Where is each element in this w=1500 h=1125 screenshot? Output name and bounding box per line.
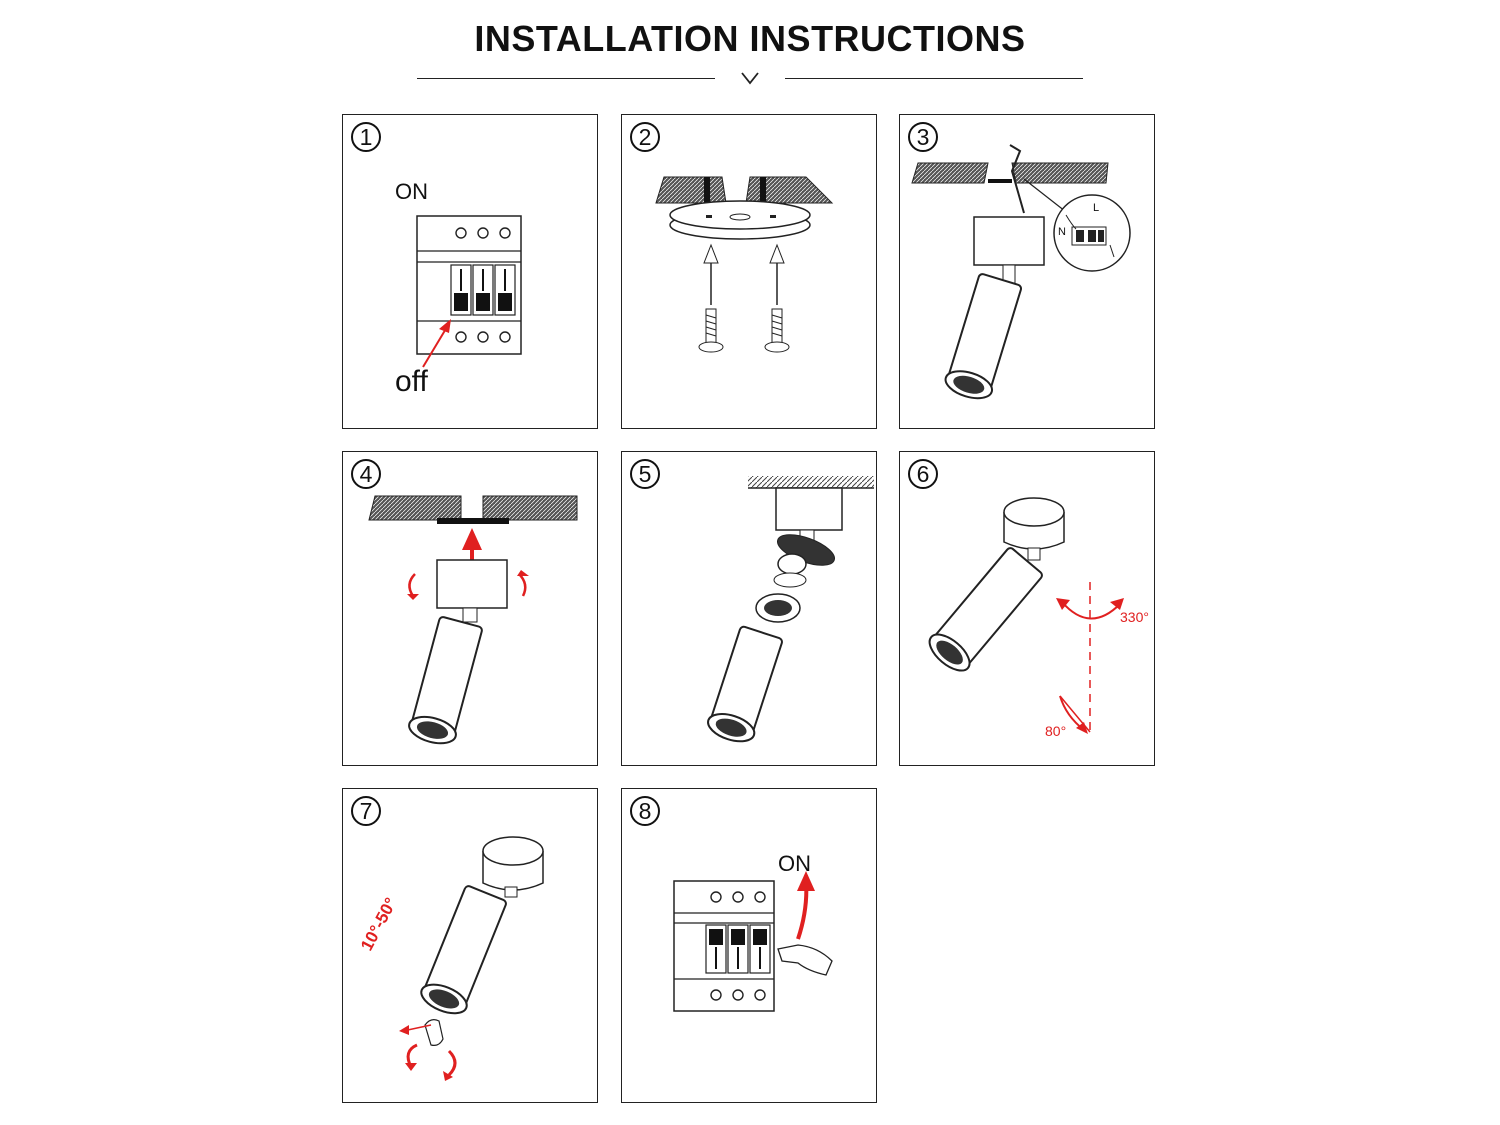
mount-fixture-illustration	[368, 495, 578, 745]
step-number: 6	[908, 459, 938, 489]
rotation-angle-label: 330°	[1120, 609, 1149, 625]
breaker-on-illustration	[673, 871, 833, 1012]
tilt-angle-label: 80°	[1045, 723, 1067, 739]
connect-lamp-head-illustration	[707, 476, 874, 743]
step-4-panel: 4	[342, 451, 598, 766]
step-5-panel: 5	[621, 451, 877, 766]
on-label: ON	[778, 851, 811, 876]
live-wire-label: L	[1093, 202, 1100, 214]
step-number: 8	[630, 796, 660, 826]
step-1-panel: 1 ON off	[342, 114, 598, 429]
breaker-off-illustration	[416, 215, 522, 368]
step-8-panel: 8 ON	[621, 788, 877, 1103]
step-2-panel: 2	[621, 114, 877, 429]
step-number: 5	[630, 459, 660, 489]
step-number: 4	[351, 459, 381, 489]
on-label: ON	[395, 179, 428, 204]
step-number: 2	[630, 122, 660, 152]
title-rule-right	[785, 78, 1083, 79]
title-rule-left	[417, 78, 715, 79]
mounting-plate-illustration	[655, 176, 834, 353]
step-3-panel: 3 L N	[899, 114, 1155, 429]
page-title: INSTALLATION INSTRUCTIONS	[474, 18, 1026, 59]
wiring-illustration	[911, 144, 1131, 400]
step-7-panel: 7 10°-50°	[342, 788, 598, 1103]
beam-adjust-illustration	[399, 836, 544, 1081]
chevron-down-icon	[741, 72, 759, 85]
step-number: 3	[908, 122, 938, 152]
neutral-wire-label: N	[1058, 226, 1066, 238]
rotate-tilt-illustration	[928, 497, 1124, 734]
off-label: off	[395, 365, 428, 398]
step-number: 7	[351, 796, 381, 826]
step-6-panel: 6 330° 80°	[899, 451, 1155, 766]
step-number: 1	[351, 122, 381, 152]
